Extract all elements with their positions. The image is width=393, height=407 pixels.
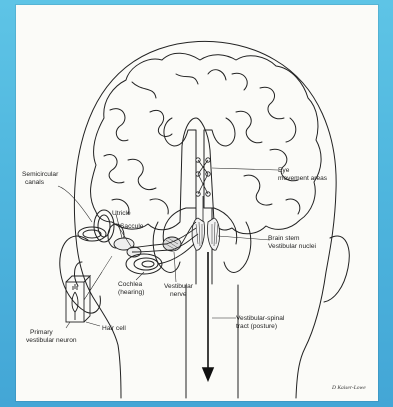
label-primary-1: Primary [30, 329, 53, 336]
right-ear [324, 236, 349, 302]
anatomy-drawing: Semicircular canals Utricle Saccule Eye … [16, 5, 378, 401]
leader-hair-cell [86, 322, 100, 326]
cerebrum-outline [91, 53, 322, 234]
label-cochlea-2: (hearing) [118, 289, 144, 296]
label-cochlea-1: Cochlea [118, 281, 143, 288]
label-vestibular-nerve-1: Vestibular [164, 283, 194, 290]
label-hair-cell: Hair cell [102, 325, 126, 332]
leader-vestibular-nerve [174, 252, 176, 282]
label-brain-stem-1: Brain stem [268, 235, 300, 242]
vestibular-system-illustration: Semicircular canals Utricle Saccule Eye … [16, 5, 378, 401]
vestibular-nuclei [192, 218, 220, 250]
head-outline-left-lower [76, 238, 121, 398]
artist-signature: D Kaiser-Lowe [331, 385, 366, 391]
label-semicircular-canals-2: canals [25, 179, 45, 186]
label-saccule: Saccule [120, 223, 144, 230]
label-eye-2: movement areas [278, 175, 328, 182]
label-brain-stem-2: Vestibular nuclei [268, 243, 317, 250]
label-eye-1: Eye [278, 167, 290, 174]
label-primary-2: vestibular neuron [26, 337, 77, 344]
label-utricle: Utricle [112, 210, 131, 217]
leader-primary [66, 322, 70, 328]
label-semicircular-canals-1: Semicircular [22, 171, 59, 178]
label-tract-2: tract (posture) [236, 323, 277, 330]
leader-brainstem [218, 236, 270, 240]
label-vestibular-nerve-2: nerve [170, 291, 187, 298]
cochlea-shape [126, 254, 162, 274]
label-tract-1: Vestibular-spinal [236, 315, 285, 322]
leader-eye [212, 168, 278, 170]
